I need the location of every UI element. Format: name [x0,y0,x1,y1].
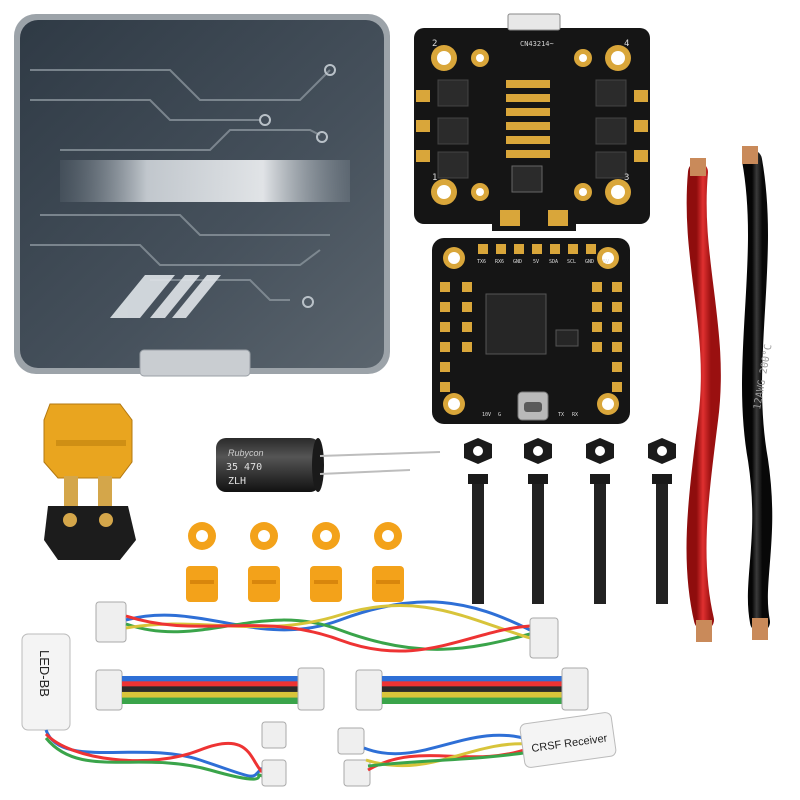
fc-bottom-label: TX [558,412,564,418]
electrolytic-capacitor: Rubycon 35 470 ZLH [216,438,441,492]
grommet [248,522,280,602]
esc-board: CN43214~ 2 4 1 3 [414,13,650,231]
esc-num-3: 3 [624,173,629,183]
rubber-grommets [186,522,404,602]
fc-pad-label: 5V [603,259,609,265]
fc-bottom-label: G [498,412,501,418]
screw [524,438,552,604]
capacitor-rating: 35 470 [226,462,262,473]
flat-cable-right [355,667,589,711]
xt60-connector [43,403,136,560]
fc-pad-label: RX6 [495,259,504,265]
esc-part-number: CN43214~ [520,40,554,48]
red-power-wire [686,158,721,642]
twisted-cable-top [95,600,559,659]
flight-controller-board: TX6 RX6 GND 5V SDA SCL GND 5V 10V G TX R… [432,238,630,424]
esc-num-2: 2 [432,39,437,49]
fc-pad-label: SCL [567,259,576,265]
black-power-wire: 12AWG 200°C [742,146,774,640]
grommet [372,522,404,602]
fc-bottom-label: 10V [482,412,491,418]
fc-pad-label: GND [513,259,522,265]
grommet [186,522,218,602]
fc-pad-label: GND [585,259,594,265]
fc-bottom-label: RX [572,412,578,418]
grommet [310,522,342,602]
esc-num-4: 4 [624,39,629,49]
fc-pad-label: SDA [549,259,558,265]
screw [648,438,676,604]
mounting-screws [464,438,676,604]
screw [464,438,492,604]
led-cable-label: LED-BB [37,650,52,697]
fc-pad-label: 5V [533,259,539,265]
storage-case [14,14,390,377]
fc-pad-label: TX6 [477,259,486,265]
esc-num-1: 1 [432,173,437,183]
screw [586,438,614,604]
slash-stripes-logo [110,275,221,318]
capacitor-brand: Rubycon [228,448,264,458]
flat-cable-left [95,667,325,711]
crsf-receiver-cable: CRSF Receiver [337,712,617,787]
capacitor-series: ZLH [228,476,246,487]
led-cable: LED-BB [21,633,287,787]
